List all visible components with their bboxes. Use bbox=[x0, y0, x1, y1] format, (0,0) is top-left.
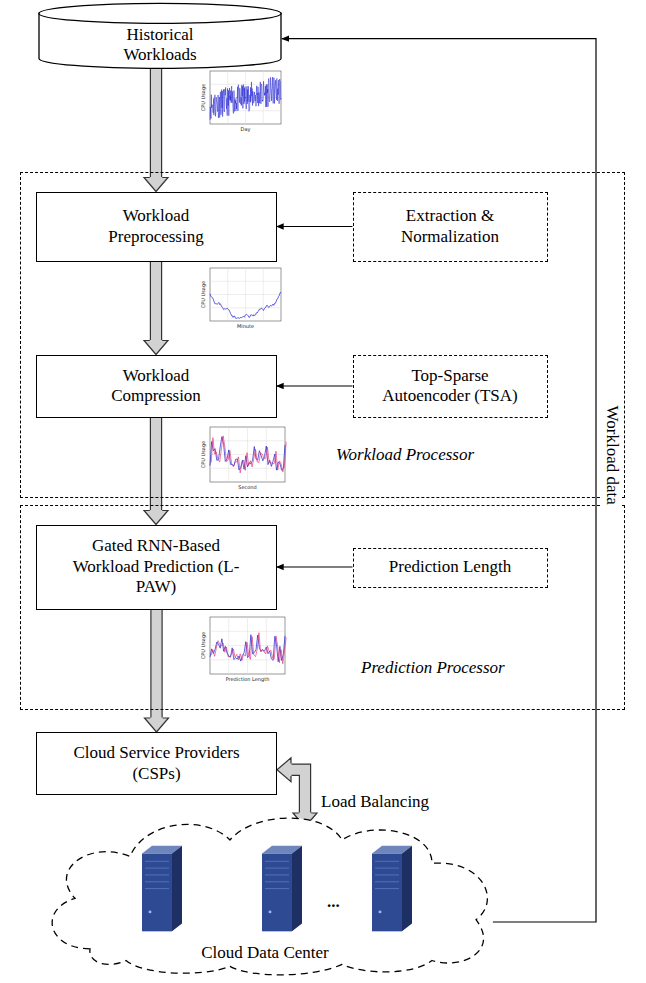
method-box: Extraction & Normalization bbox=[353, 192, 548, 262]
usage-chart bbox=[200, 68, 284, 134]
node-label: Prediction Length bbox=[389, 557, 511, 577]
load-balancing-arrow bbox=[277, 758, 317, 827]
axis-label: CPU Usage bbox=[202, 84, 207, 111]
database-cylinder: Historical Workloads bbox=[38, 2, 282, 69]
server-icon bbox=[372, 846, 412, 932]
axis-label: CPU Usage bbox=[202, 281, 207, 308]
process-box: Workload Preprocessing bbox=[36, 192, 277, 262]
node-label: Cloud Data Center bbox=[30, 943, 500, 963]
node-label: Historical Workloads bbox=[100, 25, 220, 66]
server-icon bbox=[262, 846, 302, 932]
flow-arrow bbox=[144, 69, 168, 192]
cloud-region: Cloud Data Center bbox=[30, 803, 500, 978]
axis-label: Prediction Length bbox=[226, 677, 270, 682]
processor-group: Prediction Processor Gated RNN-Based Work… bbox=[20, 505, 625, 710]
ellipsis-label: ... bbox=[327, 892, 340, 912]
process-box: Cloud Service Providers (CSPs) bbox=[36, 732, 277, 795]
input-arrow bbox=[277, 386, 353, 387]
input-arrow bbox=[277, 226, 353, 227]
node-label: Top-Sparse Autoencoder (TSA) bbox=[375, 366, 525, 407]
node-label: Gated RNN-Based Workload Prediction (L-P… bbox=[71, 536, 241, 597]
method-box: Top-Sparse Autoencoder (TSA) bbox=[353, 355, 548, 418]
processor-group: Workload Processor Workload Preprocessing… bbox=[20, 172, 625, 498]
axis-label: CPU Usage bbox=[202, 632, 207, 659]
axis-label: CPU Usage bbox=[202, 441, 207, 468]
method-box: Prediction Length bbox=[353, 548, 548, 588]
connector-label: Load Balancing bbox=[319, 792, 431, 812]
axis-label: Minute bbox=[237, 324, 254, 329]
usage-chart bbox=[200, 265, 284, 331]
server-icon bbox=[142, 846, 182, 932]
process-box: Workload Compression bbox=[36, 355, 277, 418]
node-label: Workload Preprocessing bbox=[81, 206, 231, 247]
flow-arrow bbox=[144, 418, 168, 525]
usage-chart bbox=[200, 614, 288, 684]
process-box: Gated RNN-Based Workload Prediction (L-P… bbox=[36, 525, 277, 610]
node-label: Workload Compression bbox=[81, 366, 231, 407]
input-arrow bbox=[277, 567, 353, 568]
node-label: Cloud Service Providers (CSPs) bbox=[57, 743, 257, 784]
flow-arrow bbox=[144, 262, 168, 355]
axis-label: Second bbox=[238, 485, 256, 490]
flow-arrow bbox=[145, 610, 169, 733]
usage-chart bbox=[200, 424, 288, 492]
group-title: Workload Processor bbox=[336, 445, 474, 465]
node-label: Extraction & Normalization bbox=[375, 206, 525, 247]
connector-label: Workload data bbox=[602, 403, 622, 506]
group-title: Prediction Processor bbox=[361, 658, 505, 678]
axis-label: Day bbox=[241, 127, 251, 132]
